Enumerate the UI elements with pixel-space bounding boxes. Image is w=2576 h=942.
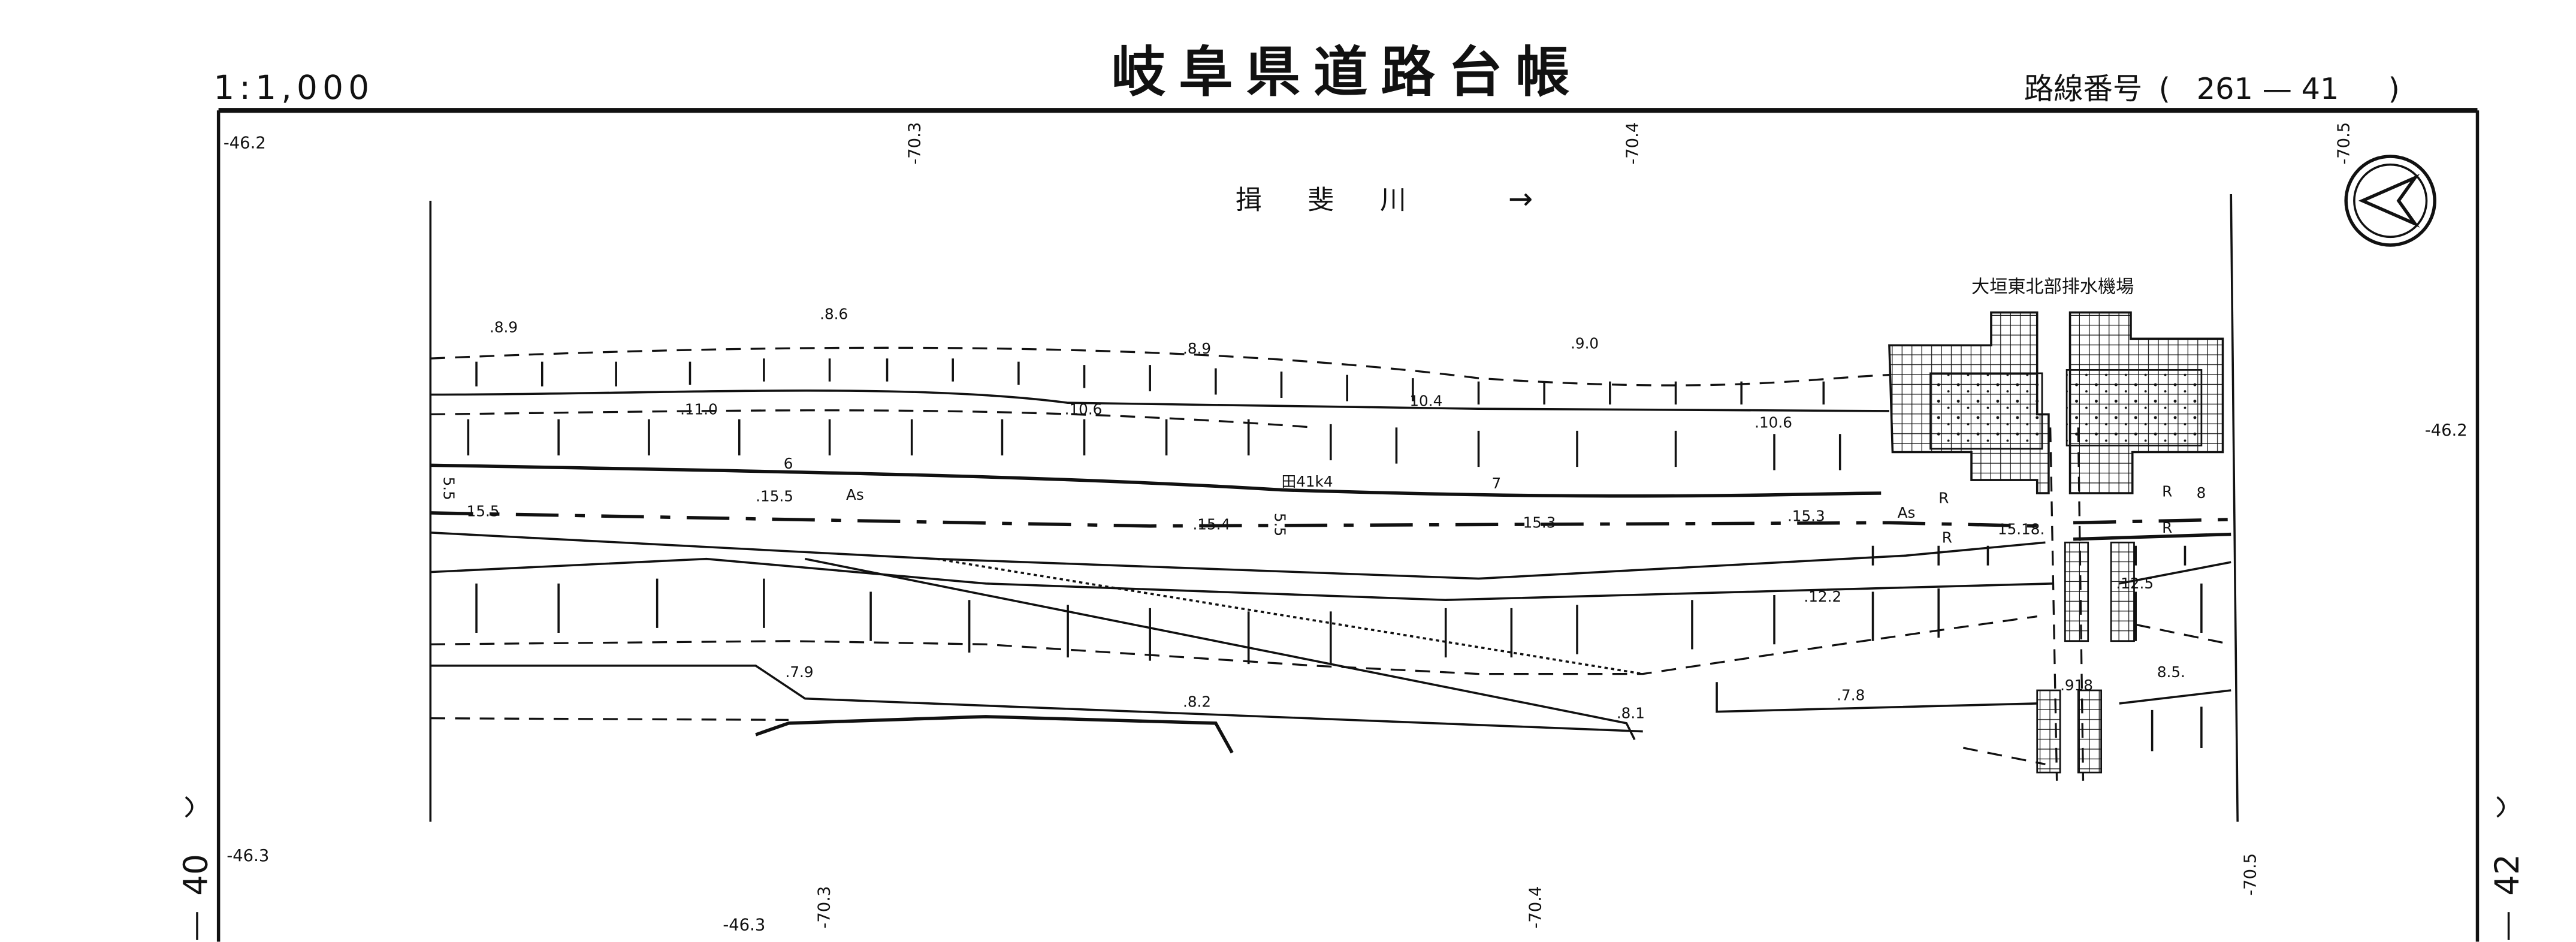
pumping-station-label: 大垣東北部排水機場: [1971, 277, 2134, 298]
sheet-ref-brackets: [185, 796, 2510, 940]
scale-label: 1:1,000: [213, 68, 374, 107]
elevation-label: .15.4: [1192, 515, 1230, 533]
pumping-station-structure: [1888, 311, 2224, 781]
slope-tick-marks: [467, 358, 2203, 751]
station-number: 6: [784, 455, 793, 472]
elevation-labels: .8.9 .8.6 .8.9 .9.0 .11.0 .10.6 10.4 .10…: [467, 305, 2185, 721]
kilo-post-label: 田41k4: [1282, 473, 1333, 490]
r-mark: R: [2162, 519, 2172, 536]
grid-label: -70.5: [2335, 122, 2354, 165]
width-label: 5.5: [1272, 513, 1289, 536]
r-mark: R: [1938, 489, 1949, 506]
surface-type-label: As: [1898, 504, 1916, 521]
elevation-label: .8.9: [490, 318, 518, 336]
river-name: 揖 斐 川: [1236, 185, 1417, 216]
surface-type-label: As: [846, 486, 864, 503]
sheet-title: 岐阜県道路台帳: [1112, 41, 1583, 104]
adjacent-sheet-right[interactable]: 42: [2488, 854, 2526, 896]
elevation-label: .10.6: [1065, 400, 1103, 418]
elevation-label: .8.9: [1183, 340, 1211, 357]
grid-label: -70.3: [905, 122, 924, 165]
elevation-label: .8.6: [820, 305, 848, 322]
elevation-label: 10.4: [1409, 393, 1442, 410]
elevation-label: .918: [2060, 677, 2093, 694]
elevation-label: .10.6: [1754, 413, 1792, 431]
elevation-label: .12.2: [1804, 588, 1841, 605]
grid-label: -70.4: [1527, 886, 1545, 929]
river-flow-arrow-icon: →: [1508, 182, 1533, 216]
road-alignment-lines: [430, 346, 2231, 766]
grid-label: -70.3: [816, 886, 834, 929]
grid-label: -70.4: [1623, 122, 1642, 165]
adjacent-sheet-left[interactable]: 40: [176, 854, 215, 896]
grid-label: -46.3: [227, 847, 269, 865]
elevation-label: .7.9: [786, 663, 814, 681]
width-label: 5.5: [440, 477, 457, 500]
r-mark: R: [2162, 482, 2172, 500]
elevation-label: .8.1: [1617, 705, 1645, 722]
elevation-label: .15.5: [756, 488, 793, 505]
grid-label: -46.2: [2425, 421, 2468, 440]
elevation-label: .9.0: [1571, 335, 1599, 352]
elevation-label: 15.5: [467, 502, 500, 520]
elevation-label: .8.2: [1183, 693, 1211, 710]
north-arrow-icon: [2344, 155, 2436, 247]
elevation-label: .12.5: [2116, 575, 2154, 592]
elevation-label: 15.3: [1523, 514, 1556, 532]
elevation-label: .15.3: [1787, 508, 1825, 525]
elevation-label: .11.0: [680, 400, 718, 418]
elevation-label: 15.18.: [1998, 521, 2045, 538]
station-number: 8: [2197, 484, 2206, 502]
grid-label: -46.2: [224, 134, 266, 152]
r-mark: R: [1942, 529, 1952, 546]
route-number-label: 路線番号(261 — 41): [2024, 71, 2400, 106]
grid-label: -46.3: [723, 916, 765, 934]
elevation-label: 8.5.: [2157, 663, 2185, 681]
station-number: 7: [1491, 475, 1501, 492]
grid-label: -70.5: [2241, 853, 2260, 896]
map-frame: [216, 108, 2480, 942]
elevation-label: .7.8: [1837, 686, 1865, 704]
grid-coordinate-labels: -46.2 -70.3 -70.4 -70.5 -46.2 -46.3 -46.…: [224, 122, 2468, 935]
